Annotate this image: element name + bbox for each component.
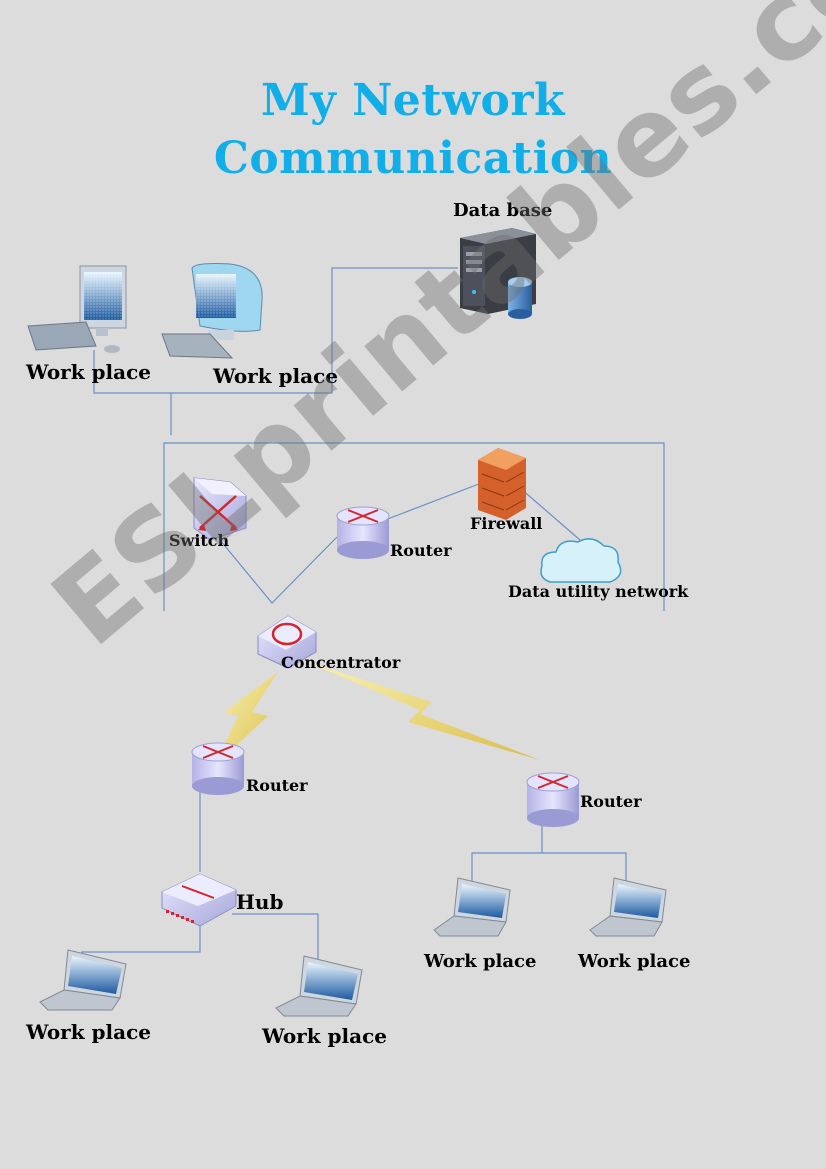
router-left-icon (191, 742, 245, 795)
hub-label: Hub (236, 890, 284, 914)
router-left-label: Router (246, 776, 308, 795)
firewall-icon (478, 448, 526, 520)
router-top-icon (336, 506, 390, 559)
wireless-link-right (302, 660, 540, 760)
wireless-link-left (214, 672, 278, 766)
crt-computer-icon (161, 263, 263, 359)
hub-workplace-link-2 (232, 913, 319, 960)
concentrator-icon (257, 615, 317, 669)
laptop-icon (433, 877, 511, 937)
database-link (93, 267, 458, 394)
switch-icon (193, 477, 247, 541)
laptop-icon (275, 955, 363, 1017)
router-top-label: Router (390, 541, 452, 560)
switch-concentrator-router-link (219, 536, 338, 604)
switch-label: Switch (169, 531, 230, 550)
workplace-label-bottom-left-1: Work place (26, 1020, 151, 1044)
desktop-computer-icon (27, 265, 127, 353)
router-right-label: Router (580, 792, 642, 811)
cloud-icon (540, 538, 622, 583)
page-title-line-2: Communication (213, 133, 613, 184)
connector-lines (81, 267, 665, 965)
firewall-cloud-link (519, 487, 581, 541)
router-right-icon (526, 772, 580, 827)
wireless-links (214, 660, 540, 766)
firewall-label: Firewall (470, 514, 543, 533)
network-bracket (163, 442, 665, 611)
workplace-label-top-1: Work place (26, 360, 151, 384)
laptop-icon (589, 877, 667, 937)
data-utility-network-label: Data utility network (508, 582, 689, 601)
hub-icon (161, 873, 237, 927)
workplace-label-bottom-right-1: Work place (424, 951, 537, 972)
laptop-icon (39, 949, 127, 1011)
database-server-icon (460, 228, 536, 319)
router-firewall-link (384, 481, 485, 521)
router-right-branch (471, 852, 627, 882)
concentrator-label: Concentrator (281, 653, 401, 672)
page-title-line-1: My Network (260, 75, 566, 126)
workplace-label-bottom-left-2: Work place (262, 1024, 387, 1048)
workplace-label-top-2: Work place (213, 364, 338, 388)
workplace-label-bottom-right-2: Work place (578, 951, 691, 972)
database-label: Data base (453, 200, 553, 221)
